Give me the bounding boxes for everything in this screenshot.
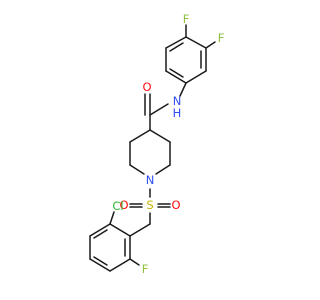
molecule-structure: F F N H O N S O O Cl F xyxy=(89,12,225,276)
bond xyxy=(185,70,207,84)
bond-nh-carbonyl xyxy=(149,103,169,116)
bond xyxy=(89,223,111,237)
piperidine-ring xyxy=(129,129,171,175)
bond xyxy=(109,223,131,237)
fluorine-atom-label: F xyxy=(183,12,190,26)
bond xyxy=(93,256,108,266)
difluorophenyl-ring xyxy=(165,36,207,84)
bond xyxy=(149,129,171,143)
piperidine-nitrogen-label: N xyxy=(146,173,155,187)
bond xyxy=(109,258,131,272)
bond xyxy=(169,42,184,52)
bond-c-cl xyxy=(109,211,115,225)
carbonyl-oxygen-label: O xyxy=(142,80,151,94)
sulfonyl-oxygen-label: O xyxy=(171,198,180,212)
bond xyxy=(155,164,171,175)
bond-c-f-bottom xyxy=(129,258,140,266)
bond-ring-to-nh xyxy=(179,82,187,97)
fluorine-atom-label: F xyxy=(142,262,149,276)
sulfur-atom-label: S xyxy=(146,198,153,212)
bond xyxy=(129,164,145,175)
bond xyxy=(165,70,187,84)
amide-nitrogen-label: N xyxy=(173,94,182,108)
chlorine-atom-label: Cl xyxy=(112,199,123,213)
bond xyxy=(165,36,187,49)
bond-ch2-ring xyxy=(129,223,151,237)
bond-c-f-meta xyxy=(205,41,216,49)
chlorofluorophenyl-ring xyxy=(89,223,131,272)
bond xyxy=(89,258,111,272)
bond xyxy=(169,68,184,78)
fluorine-atom-label: F xyxy=(218,31,225,45)
sulfonyl-oxygen-label: O xyxy=(119,198,128,212)
bond xyxy=(185,36,207,49)
bond xyxy=(93,229,108,239)
amide-hydrogen-label: H xyxy=(173,106,182,120)
bond xyxy=(129,129,151,143)
